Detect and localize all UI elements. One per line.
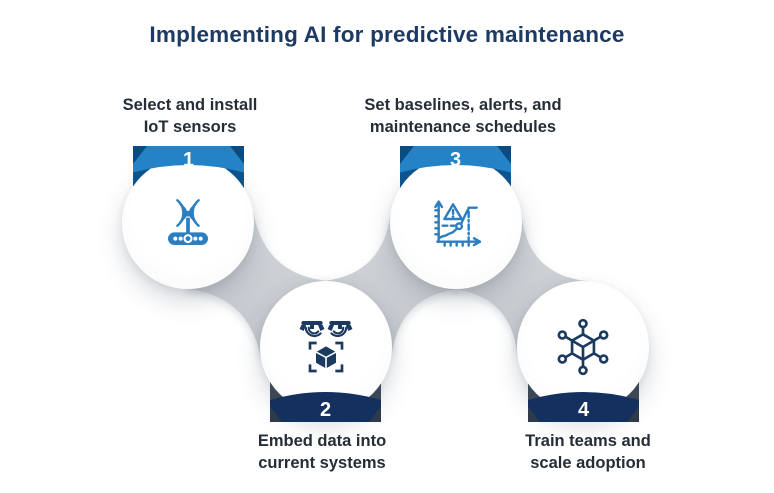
step1-banner: 1 [133,146,244,173]
step4-circle [517,281,649,413]
step1-label-line1: Select and install [122,96,258,114]
step2-number: 2 [320,399,331,421]
step2-label-line2: current systems [258,454,386,472]
step4-label-line1: Train teams and [525,432,651,450]
step1-number: 1 [183,149,194,171]
connector-step3-step4 [448,214,591,356]
page-title: Implementing AI for predictive maintenan… [149,22,625,47]
step2-label-line1: Embed data into [257,432,387,450]
step4-number: 4 [578,399,590,421]
alert-trend-chart-icon [434,200,482,247]
step1-label-line2: IoT sensors [143,118,237,136]
step1-circle [122,157,254,289]
step3-label-line1: Set baselines, alerts, and [364,96,562,114]
step4-label-line2: scale adoption [530,454,646,472]
iot-sensor-icon [168,199,208,245]
step3-label: Set baselines, alerts, and maintenance s… [352,94,574,138]
step2-circle [260,281,392,413]
data-capture-cube-icon [299,321,353,373]
step2-label: Embed data into current systems [227,430,417,474]
step3-label-line2: maintenance schedules [369,118,557,136]
step4-banner: 4 [528,392,639,422]
connector-step2-step3 [319,213,463,357]
step3-banner: 3 [400,146,511,173]
step3-circle [390,157,522,289]
step2-banner: 2 [270,392,381,422]
step3-number: 3 [450,149,461,171]
network-cube-icon [557,318,609,376]
step1-label: Select and install IoT sensors [95,94,285,138]
step4-label: Train teams and scale adoption [493,430,683,474]
